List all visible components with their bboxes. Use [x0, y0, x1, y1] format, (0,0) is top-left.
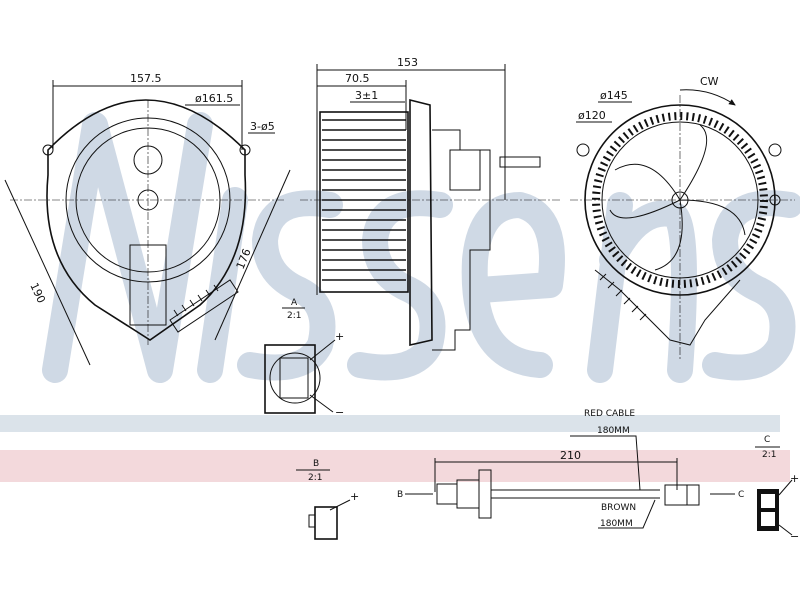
cable-end-b: B	[397, 490, 403, 500]
dim-length: 153	[397, 56, 418, 69]
cable-end-c: C	[738, 490, 744, 500]
detail-b-plus: +	[350, 490, 359, 503]
detail-c-plus: +	[790, 472, 799, 485]
dim-gap: 3±1	[355, 89, 378, 102]
detail-a-plus: +	[335, 330, 344, 343]
side-view: 153 70.5 3±1	[300, 56, 560, 351]
brown-cable-label: BROWN	[601, 503, 636, 513]
red-cable-length: 180MM	[597, 426, 630, 436]
rear-view: CW ø145 ø120	[570, 75, 795, 360]
detail-a-label: A	[291, 298, 298, 308]
detail-c-scale: 2:1	[762, 450, 776, 460]
detail-a: A 2:1 + −	[264, 298, 344, 419]
dim-diameter: ø161.5	[195, 92, 233, 105]
brown-cable-length: 180MM	[600, 519, 633, 529]
dim-outer-diameter: ø145	[600, 89, 628, 102]
dim-inner-diameter: ø120	[578, 109, 606, 122]
nissens-watermark-logo	[42, 112, 800, 383]
dim-height-left: 190	[27, 281, 48, 306]
rotation-label: CW	[700, 75, 719, 88]
red-cable-label: RED CABLE	[584, 409, 635, 419]
detail-b: B 2:1 +	[296, 459, 359, 540]
detail-a-scale: 2:1	[287, 311, 301, 321]
blue-band	[0, 415, 780, 432]
detail-a-minus: −	[335, 406, 344, 419]
detail-c-label: C	[764, 435, 770, 445]
pink-band	[0, 450, 790, 482]
detail-c: C 2:1 + −	[755, 435, 799, 543]
cable-length: 210	[560, 449, 581, 462]
detail-c-minus: −	[790, 530, 799, 543]
detail-b-scale: 2:1	[308, 473, 322, 483]
dim-width: 157.5	[130, 72, 162, 85]
dim-fan-length: 70.5	[345, 72, 370, 85]
detail-b-label: B	[313, 459, 319, 469]
cable-assembly: RED CABLE 180MM 210 B C BROWN 180MM	[397, 409, 744, 529]
dim-holes: 3-ø5	[250, 120, 275, 133]
